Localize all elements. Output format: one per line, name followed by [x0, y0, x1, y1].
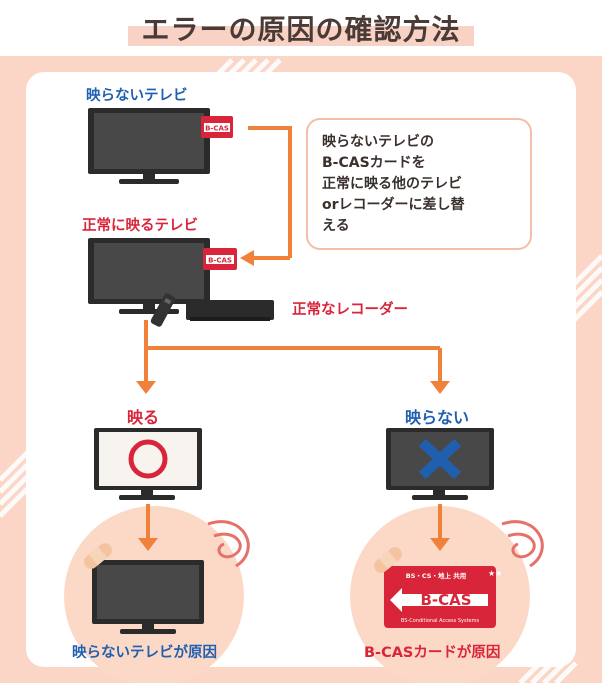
page-title: エラーの原因の確認方法 — [141, 13, 461, 46]
cross-ng-icon — [418, 438, 462, 480]
bcas-card-icon: B-CAS — [203, 248, 237, 270]
signal-swirl-icon — [501, 520, 544, 568]
title-area: エラーの原因の確認方法 — [0, 0, 602, 56]
callout-line: 正常に映る他のテレビ — [322, 176, 462, 192]
label-recorder-normal: 正常なレコーダー — [292, 302, 408, 318]
flow-line-card-out — [248, 126, 292, 258]
label-result-ok: 映る — [127, 408, 160, 427]
arrow-head-ng — [430, 381, 450, 394]
arrow-head-ok-result — [138, 538, 158, 551]
callout-line: える — [322, 218, 350, 234]
recorder-icon — [186, 300, 274, 321]
bcas-card-top-text: BS・CS・地上 共用 — [406, 571, 466, 580]
bcas-card-icon: BS・CS・地上 共用 B-CAS BS-Conditional Access … — [384, 566, 502, 628]
callout-line: B-CASカードを — [322, 155, 426, 171]
signal-swirl-icon — [207, 520, 250, 568]
bcas-card-big-text: B-CAS — [420, 591, 471, 609]
title-highlight — [128, 26, 474, 46]
stripe-decoration-bottom — [518, 661, 578, 683]
arrow-head-card-in — [240, 250, 254, 266]
label-cause-tv: 映らないテレビが原因 — [72, 645, 217, 661]
callout-line: 映らないテレビの — [322, 134, 434, 150]
bandage-icon — [84, 543, 112, 569]
arrow-head-ok — [136, 381, 156, 394]
bcas-card-bottom-text: BS-Conditional Access Systems — [401, 618, 480, 624]
label-tv-no-image: 映らないテレビ — [86, 88, 188, 104]
stripe-decoration-left — [0, 448, 32, 518]
callout-line: orレコーダーに差し替 — [322, 197, 465, 213]
label-cause-card: B-CASカードが原因 — [364, 645, 501, 661]
remote-icon — [150, 293, 176, 327]
stripe-decoration-right — [568, 254, 602, 326]
tv-icon — [88, 108, 210, 184]
label-result-ng: 映らない — [405, 408, 470, 427]
bcas-card-small-text: B-CAS — [208, 257, 232, 265]
instruction-callout: 映らないテレビの B-CASカードを 正常に映る他のテレビ orレコーダーに差し… — [306, 118, 532, 250]
arrow-head-ng-result — [430, 538, 450, 551]
tv-icon — [92, 560, 204, 634]
stripe-decoration-top — [212, 58, 282, 80]
bcas-card-small-text: B-CAS — [205, 125, 229, 133]
label-tv-normal: 正常に映るテレビ — [82, 218, 198, 234]
bcas-card-icon: B-CAS — [201, 116, 233, 138]
tv-icon — [94, 428, 202, 500]
circle-ok-icon — [128, 439, 168, 479]
bandage-icon — [374, 547, 402, 573]
tv-icon — [88, 238, 210, 314]
svg-text:★★: ★★ — [488, 569, 502, 578]
